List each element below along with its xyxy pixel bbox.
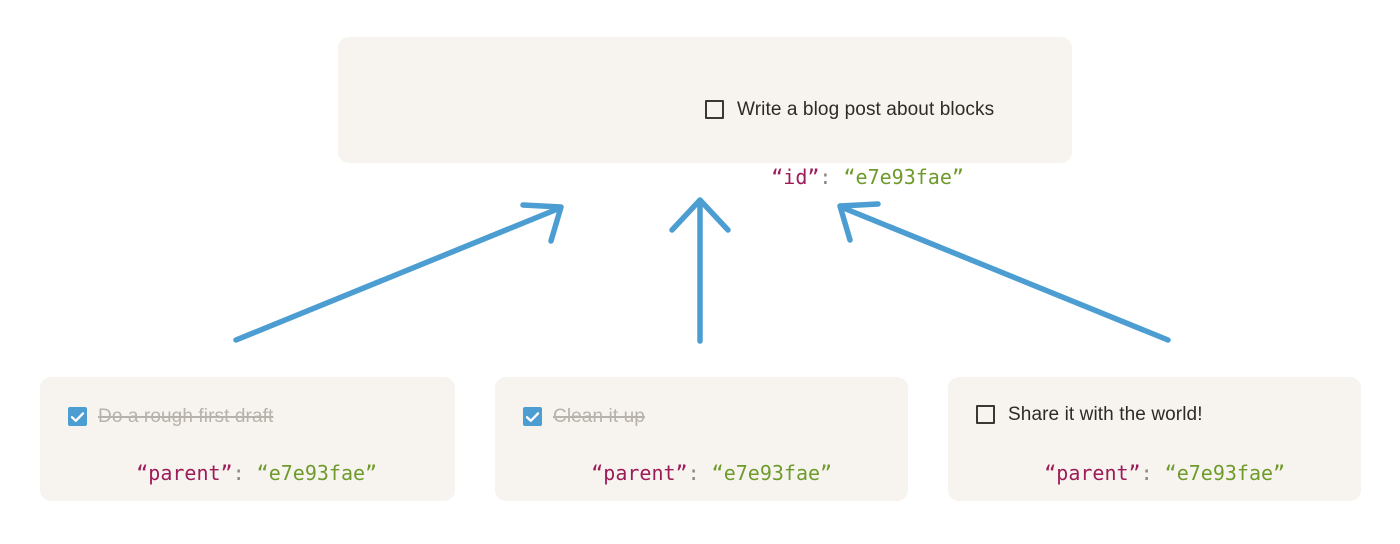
code-value: “e7e93fae” (256, 461, 378, 485)
code-key: “parent” (591, 461, 688, 485)
parent-todo-label: Write a blog post about blocks (737, 99, 995, 120)
parent-block-card[interactable]: Write a blog post about blocks “id”: “e7e… (338, 37, 1072, 187)
code-key: “parent” (136, 461, 233, 485)
code-value: “e7e93fae” (843, 165, 964, 189)
checkbox-checked-icon[interactable] (68, 407, 87, 426)
child-2-code-line: “parent”: “e7e93fae” (519, 443, 832, 503)
code-key: “id” (771, 165, 820, 189)
checkbox-checked-icon[interactable] (523, 407, 542, 426)
code-key: “parent” (1044, 461, 1141, 485)
child-2-todo-label: Clean it up (553, 406, 645, 427)
child-3-code-line: “parent”: “e7e93fae” (972, 443, 1285, 503)
child-block-card-1[interactable]: Do a rough first draft “parent”: “e7e93fa… (40, 377, 455, 501)
arrow-child3-to-parent (837, 201, 1171, 343)
arrow-child2-to-parent (669, 197, 731, 344)
child-block-card-2[interactable]: Clean it up “parent”: “e7e93fae” (495, 377, 908, 501)
child-3-todo-row[interactable]: Share it with the world! (976, 405, 1203, 424)
parent-code-line: “id”: “e7e93fae” (699, 147, 964, 207)
parent-todo-row[interactable]: Write a blog post about blocks (705, 100, 994, 119)
code-colon: : (687, 461, 700, 485)
checkbox-unchecked-icon[interactable] (705, 100, 724, 119)
child-block-card-3[interactable]: Share it with the world! “parent”: “e7e93… (948, 377, 1361, 501)
child-3-todo-label: Share it with the world! (1008, 404, 1203, 425)
code-value: “e7e93fae” (1164, 461, 1286, 485)
arrow-child1-to-parent (233, 202, 564, 343)
child-1-code-line: “parent”: “e7e93fae” (64, 443, 377, 503)
code-colon: : (819, 165, 832, 189)
code-colon: : (1140, 461, 1153, 485)
code-colon: : (232, 461, 245, 485)
child-1-todo-label: Do a rough first draft (98, 406, 274, 427)
checkbox-unchecked-icon[interactable] (976, 405, 995, 424)
child-1-todo-row[interactable]: Do a rough first draft (68, 407, 273, 426)
code-value: “e7e93fae” (711, 461, 833, 485)
child-2-todo-row[interactable]: Clean it up (523, 407, 645, 426)
